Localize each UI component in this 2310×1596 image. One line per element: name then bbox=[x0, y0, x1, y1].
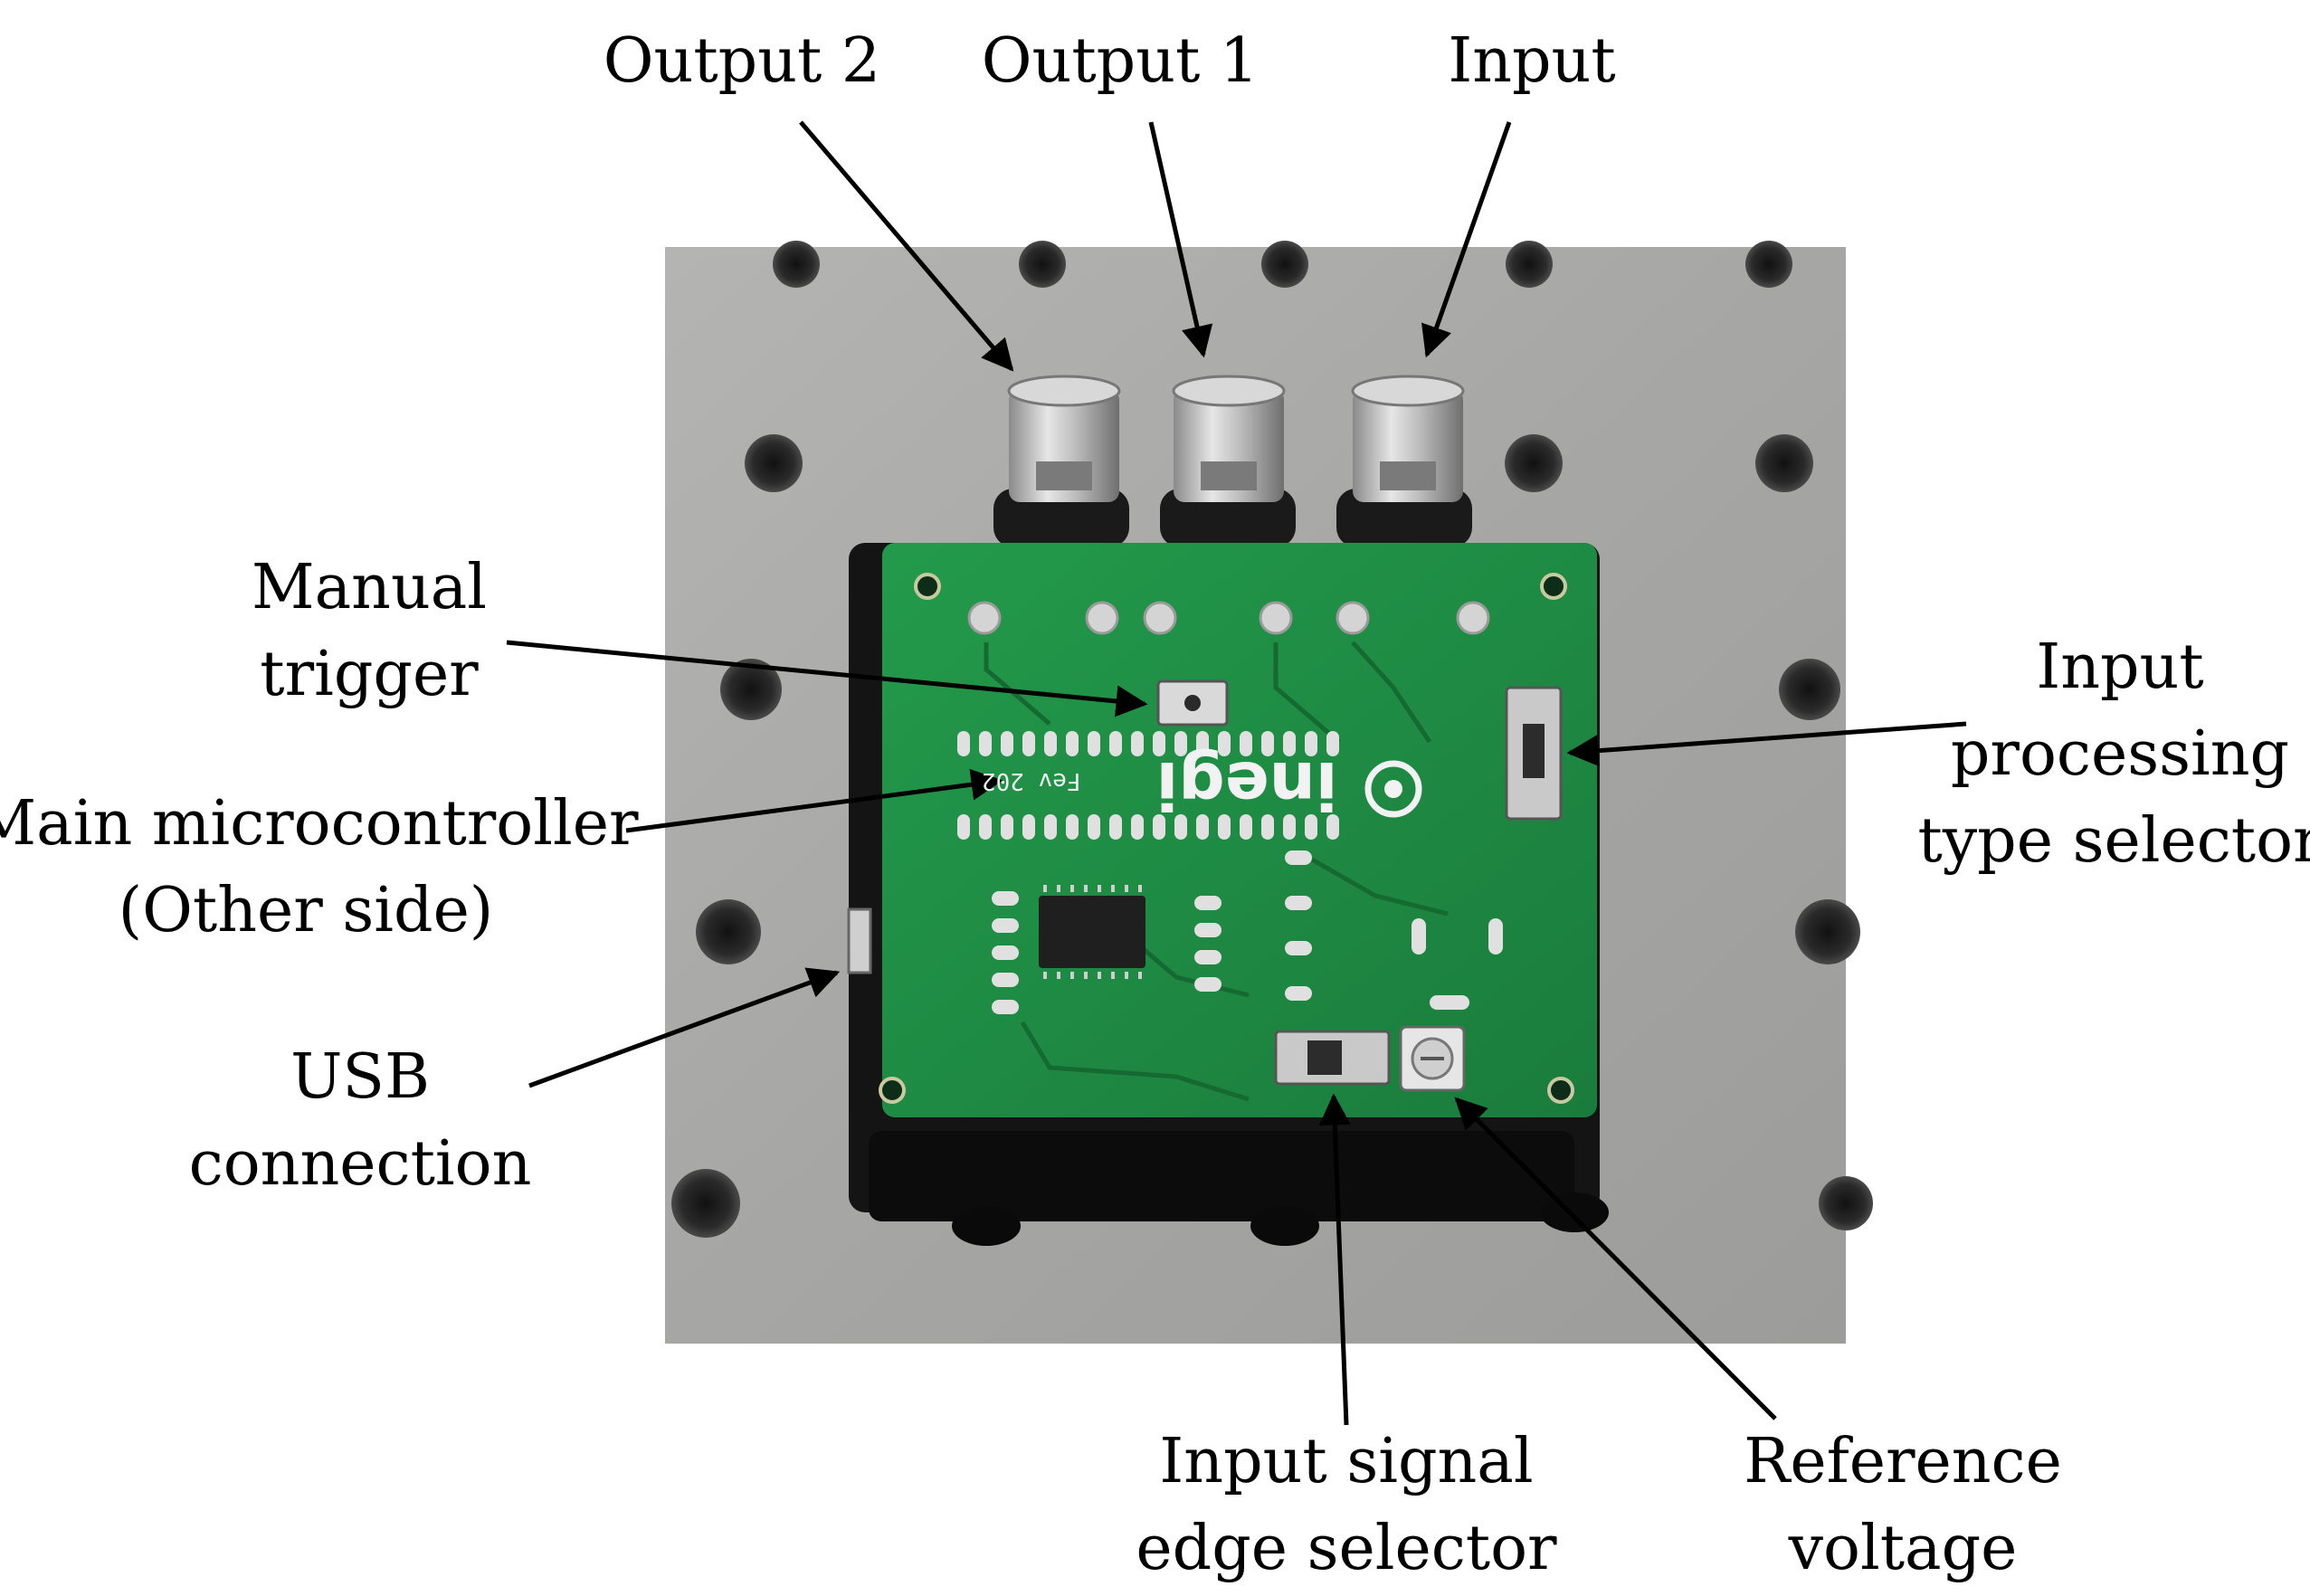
reference-trimmer bbox=[1399, 1025, 1466, 1092]
plate-holes bbox=[671, 241, 1873, 1238]
label-main-microcontroller-line2: (Other side) bbox=[118, 875, 494, 946]
label-manual-trigger-line2: trigger bbox=[260, 639, 479, 710]
ic-chip bbox=[1039, 885, 1145, 979]
label-manual-trigger-line1: Manual bbox=[251, 552, 488, 623]
label-reference-voltage-line1: Reference bbox=[1744, 1426, 2062, 1497]
bnc-output1 bbox=[1172, 375, 1286, 502]
arrow-reference-voltage bbox=[1454, 1097, 1777, 1420]
label-input-processing-line1: Input bbox=[2036, 632, 2204, 703]
edge-selector-switch bbox=[1274, 1030, 1391, 1086]
arrow-manual-trigger bbox=[506, 640, 1148, 717]
label-main-microcontroller: Main microcontroller (Other side) bbox=[0, 781, 638, 955]
pcb-mounting-holes bbox=[879, 573, 1574, 1104]
label-input-processing: Input processing type selector bbox=[1917, 624, 2310, 885]
label-main-microcontroller-line1: Main microcontroller bbox=[0, 788, 639, 860]
label-input: Input bbox=[1448, 25, 1616, 97]
mcu-pad-grid bbox=[957, 731, 1339, 840]
label-reference-voltage-line2: voltage bbox=[1788, 1513, 2018, 1584]
bnc-bases bbox=[993, 489, 1472, 547]
processing-type-switch bbox=[1505, 686, 1563, 821]
label-usb-connection: USB connection bbox=[189, 1034, 532, 1208]
arrow-input-processing bbox=[1566, 721, 1967, 767]
label-output2: Output 2 bbox=[603, 25, 881, 97]
pad-clusters bbox=[992, 850, 1503, 1014]
inegi-logo bbox=[1364, 760, 1422, 818]
label-input-signal-edge: Input signal edge selector bbox=[1136, 1419, 1556, 1592]
label-input-signal-edge-line2: edge selector bbox=[1136, 1513, 1557, 1584]
bnc-input bbox=[1351, 375, 1465, 502]
usb-port bbox=[847, 907, 872, 974]
arrow-output1 bbox=[1148, 121, 1213, 358]
silkscreen-date: Fev 202 bbox=[982, 767, 1081, 794]
arrow-usb bbox=[528, 967, 841, 1088]
label-output1: Output 1 bbox=[981, 25, 1260, 97]
label-usb-connection-line2: connection bbox=[188, 1128, 532, 1200]
arrow-input bbox=[1421, 121, 1512, 358]
arrow-output2 bbox=[799, 120, 1014, 372]
pcb-traces bbox=[984, 641, 1449, 1102]
logo-text: inegi bbox=[1155, 747, 1338, 823]
label-usb-connection-line1: USB bbox=[290, 1041, 430, 1113]
connector-solder-points bbox=[967, 601, 1490, 635]
manual-trigger-button bbox=[1156, 679, 1229, 727]
callout-arrows bbox=[506, 120, 1967, 1426]
arrow-input-signal-edge bbox=[1318, 1093, 1351, 1426]
label-input-processing-line2: processing bbox=[1950, 718, 2290, 790]
bnc-output2 bbox=[1007, 375, 1121, 502]
label-input-processing-line3: type selector bbox=[1917, 805, 2310, 877]
label-input-signal-edge-line1: Input signal bbox=[1159, 1426, 1534, 1497]
label-manual-trigger: Manual trigger bbox=[252, 545, 487, 718]
label-reference-voltage: Reference voltage bbox=[1744, 1419, 2062, 1592]
arrow-main-microcontroller bbox=[625, 768, 1003, 833]
